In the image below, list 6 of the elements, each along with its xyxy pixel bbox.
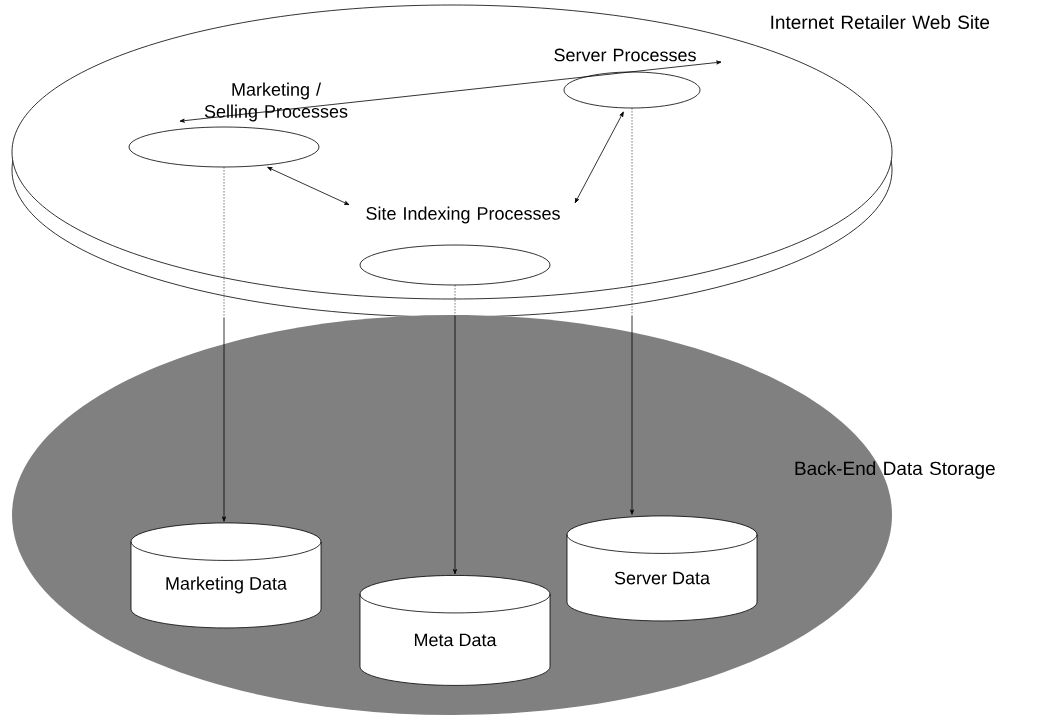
database-cylinder: Meta Data xyxy=(359,575,551,686)
database-cylinder: Marketing Data xyxy=(130,522,322,629)
node-label: Back-End Data Storage xyxy=(795,461,995,479)
node-label: Internet Retailer Web Site xyxy=(771,15,990,29)
database-cylinder: Server Data xyxy=(566,515,758,622)
arrow xyxy=(453,285,457,575)
